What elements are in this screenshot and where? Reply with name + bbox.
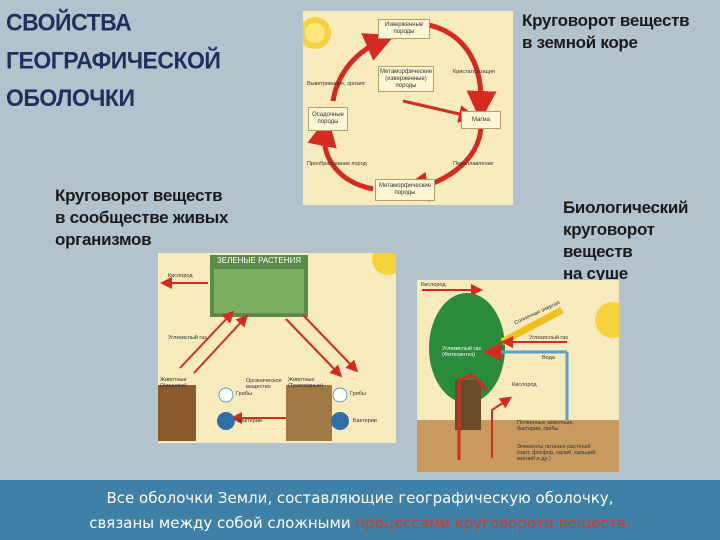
caption-highlight: процессами круговорота веществ. [355,514,631,532]
box-metamorphic-igneous: Метаморфические (изверженные) породы [378,66,434,92]
predator-image [158,385,196,441]
caption-line-2-start: связаны между собой сложными [89,514,356,532]
crust-label: Круговорот веществ в земной коре [522,11,690,52]
label-transformation: Преобразование пород [307,161,367,167]
soil-layer [417,420,619,472]
label-nutrients: Элементы питания растений (азот, фосфор,… [517,444,597,462]
label-melting: Переплавление [453,161,494,167]
box-igneous: Изверженные породы [378,19,430,39]
title-line-1: СВОЙСТВА ГЕОГРАФИЧЕСКОЙ [6,8,221,74]
caption-line-1: Все оболочки Земли, составляющие географ… [106,489,614,507]
label-fungi-2: Грибы [350,391,366,397]
land-label: Биологический круговорот веществ на суше [563,198,689,283]
label-crystallization: Кристаллизация [453,69,495,75]
label-plants: ЗЕЛЕНЫЕ РАСТЕНИЯ [216,256,302,265]
community-cycle-art [158,253,396,441]
label-animals-herbivores: Животные (Травоядные) [288,377,323,389]
label-soil: Почвенные животные, бактерии, грибы [517,420,574,432]
label-oxygen-mid: Кислород [512,382,537,388]
tree-crown [429,293,505,403]
land-cycle-art [417,284,619,472]
label-water: Вода [542,355,555,361]
title-line-2: ОБОЛОЧКИ [6,84,135,112]
label-animals-predators: Животные (Хищники) [160,377,187,389]
label-co2-water: Углекислый газ (Фотосинтез) [442,346,481,358]
caption-bar: Все оболочки Земли, составляющие географ… [0,480,720,540]
label-co2: Углекислый газ [168,335,207,341]
label-co2-top: Углекислый газ [529,335,568,341]
label-bacteria-2: Бактерии [353,418,377,424]
label-oxygen-top: Кислород [421,282,446,288]
herbivore-image [286,385,332,441]
label-fungi-1: Грибы [236,391,252,397]
label-weathering: Выветривание, эрозия [307,81,365,87]
sun-icon [372,253,396,275]
label-organic: Органическое вещество [246,378,282,390]
page-title: СВОЙСТВА ГЕОГРАФИЧЕСКОЙ ОБОЛОЧКИ [6,3,296,116]
caption-line-2: связаны между собой сложными процессами … [0,511,720,536]
community-label: Круговорот веществ в сообществе живых ор… [55,186,229,249]
land-cycle-diagram: Кислород Солнечная энергия Углекислый га… [417,280,619,472]
label-oxygen: Кислород [168,273,193,279]
rock-cycle-diagram: Изверженные породы Метаморфические (изве… [303,11,513,205]
label-bacteria-1: Бактерии [238,418,262,424]
sun-icon [595,302,619,338]
community-cycle-diagram: ЗЕЛЕНЫЕ РАСТЕНИЯ Кислород Углекислый газ… [158,253,396,443]
box-sedimentary: Осадочные породы [308,107,348,131]
box-metamorphic: Метаморфические породы [375,179,435,201]
box-magma: Магма [461,111,501,129]
